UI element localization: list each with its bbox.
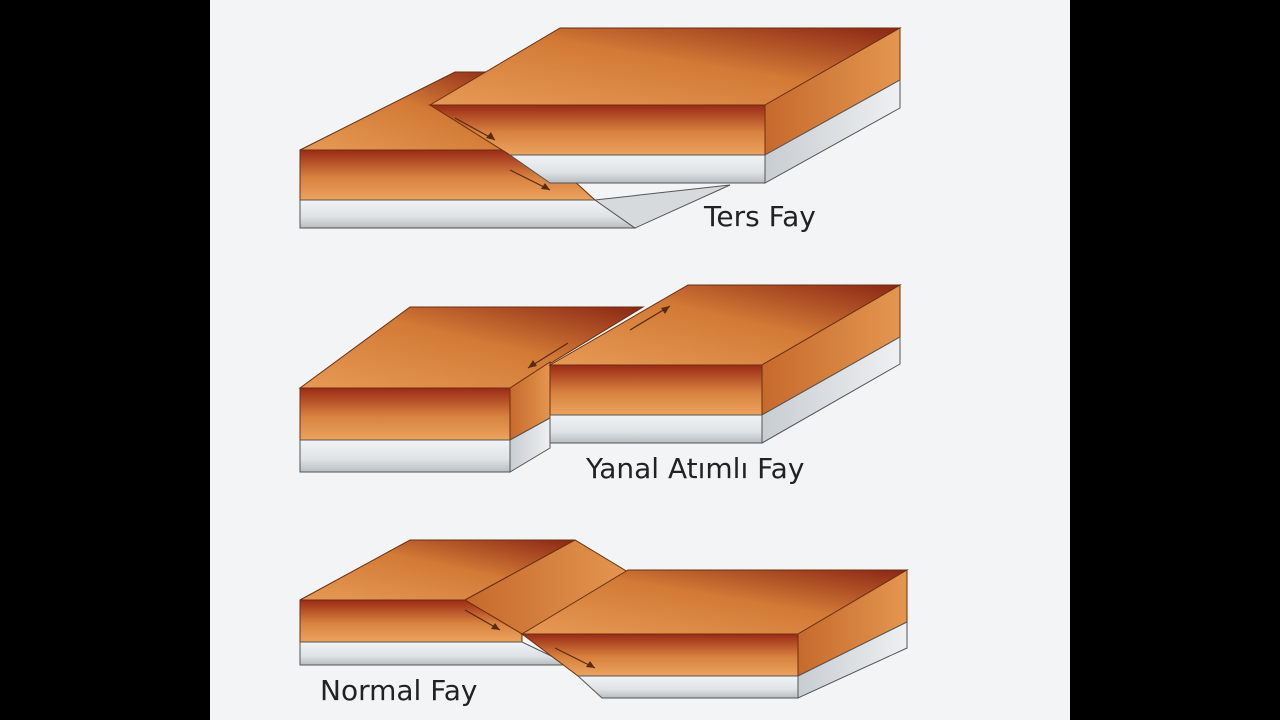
reverse-fault-label: Ters Fay <box>703 200 816 233</box>
normal-fault-label: Normal Fay <box>320 674 477 707</box>
reverse-fault-block <box>299 27 902 229</box>
diagram-panel: Ters Fay Yanal Atımlı Fay <box>210 0 1070 720</box>
strike-slip-fault-label: Yanal Atımlı Fay <box>585 452 804 485</box>
strike-slip-fault-block <box>298 284 902 473</box>
normal-fault-block <box>299 539 909 699</box>
fault-types-diagram: Ters Fay Yanal Atımlı Fay <box>298 27 909 707</box>
